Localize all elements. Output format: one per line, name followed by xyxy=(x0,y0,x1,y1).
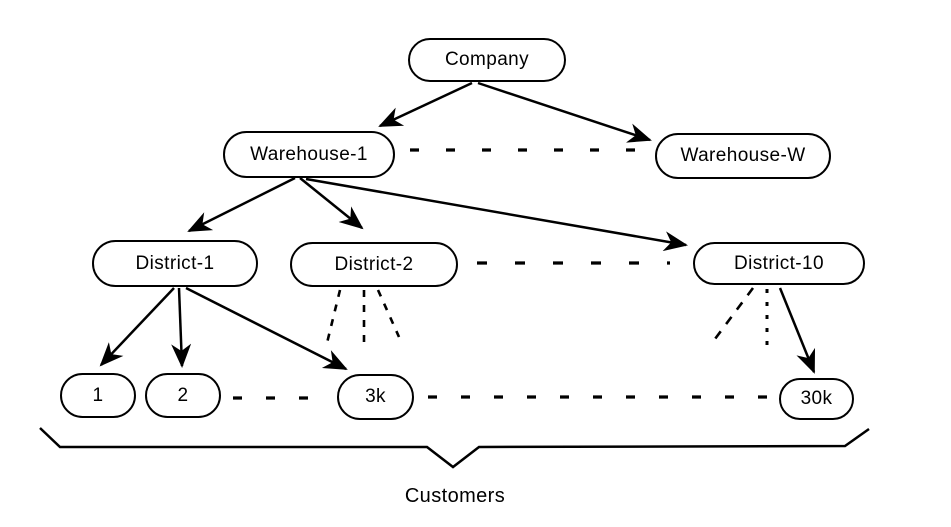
edge-district10-to-30k xyxy=(778,287,816,374)
node-warehouse-1: Warehouse-1 xyxy=(223,131,395,178)
node-district-1: District-1 xyxy=(92,240,258,287)
customers-brace-label: Customers xyxy=(404,485,506,507)
node-district-10: District-10 xyxy=(693,242,865,285)
node-company: Company xyxy=(408,38,566,82)
node-customer-3k: 3k xyxy=(337,374,414,420)
node-customer-30k: 30k xyxy=(779,378,854,420)
edges-district10-dashed-fan xyxy=(710,287,769,354)
node-customer-2: 2 xyxy=(145,373,221,418)
edges-company-to-warehouses xyxy=(378,81,652,143)
edges-district1-to-customers xyxy=(99,286,348,371)
edges-district2-dashed-fan xyxy=(325,289,401,346)
customers-brace xyxy=(39,427,870,469)
edges-warehouse1-to-districts xyxy=(187,176,688,252)
edges-customer-ellipsis xyxy=(233,395,770,400)
node-district-2: District-2 xyxy=(290,242,458,287)
node-warehouse-w: Warehouse-W xyxy=(655,133,831,179)
node-customer-1: 1 xyxy=(60,373,136,418)
